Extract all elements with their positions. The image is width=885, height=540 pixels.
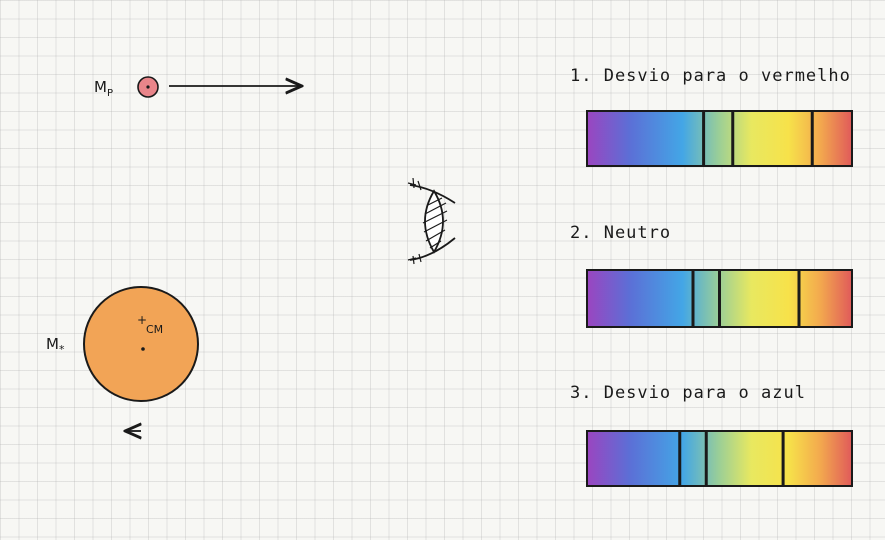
planet-center-dot (146, 85, 149, 88)
spectrum-group-2: 2. Neutro (570, 223, 852, 327)
star-body (84, 287, 198, 401)
spectrum-1-label: 1. Desvio para o vermelho (570, 66, 851, 86)
spectrum-3-bar (587, 431, 852, 486)
spectrum-2-label: 2. Neutro (570, 223, 671, 243)
planet: MP (94, 77, 300, 99)
spectrum-3-label: 3. Desvio para o azul (570, 383, 806, 403)
star-label: M* (46, 335, 65, 356)
planet-label: MP (94, 78, 113, 99)
spectrum-group-1: 1. Desvio para o vermelho (570, 66, 852, 166)
eye-icon (408, 178, 455, 264)
star-center-dot (141, 347, 145, 351)
star: M* + CM (46, 287, 198, 431)
spectrum-group-3: 3. Desvio para o azul (570, 383, 852, 486)
cm-label: CM (146, 323, 163, 336)
